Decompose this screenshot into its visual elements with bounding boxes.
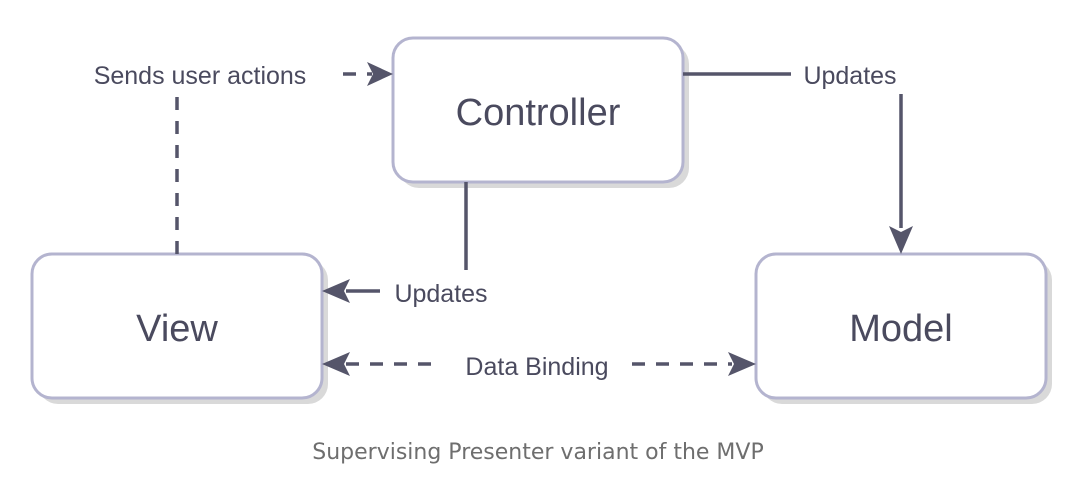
edge-controller-updates-view: Updates [322,182,488,308]
controller-updates-model-label: Updates [803,62,896,90]
arrow-head-to-model [889,226,913,254]
view-node: View [30,252,328,404]
controller-updates-view-label: Updates [394,280,487,308]
model-node: Model [754,252,1052,404]
controller-node: Controller [391,36,689,188]
arrow-head-to-controller [367,62,393,86]
arrow-head-data-binding-model [728,352,756,376]
sends-user-actions-label: Sends user actions [94,62,307,90]
view-label: View [136,308,218,350]
arrow-head-data-binding-view [322,352,350,376]
edge-data-binding: Data Binding [322,352,756,381]
diagram-caption: Supervising Presenter variant of the MVP [312,440,764,465]
controller-label: Controller [456,92,621,134]
model-label: Model [849,308,953,350]
edge-sends-user-actions: Sends user actions [94,62,393,254]
arrow-head-to-view [322,279,350,303]
data-binding-label: Data Binding [465,353,608,381]
edge-controller-updates-model: Updates [683,62,913,254]
